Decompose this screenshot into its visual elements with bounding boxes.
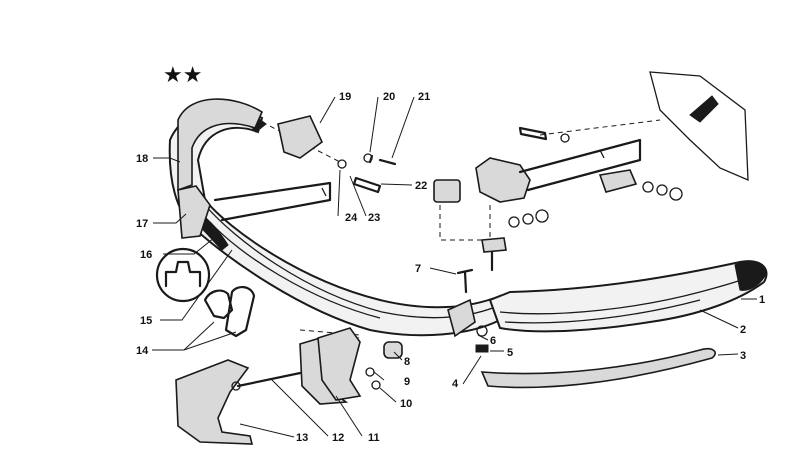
callout-13: 13	[296, 432, 308, 444]
washer-24	[337, 159, 347, 169]
callout-14: 14	[136, 345, 149, 357]
callout-labels: 1 2 3 4 5 6 7 8 9 10 11 12 13 14 15 16 1…	[136, 91, 765, 444]
lower-guard-13	[175, 359, 254, 445]
callout-6: 6	[490, 335, 496, 347]
washers-nuts	[508, 209, 549, 228]
callout-23: 23	[368, 212, 380, 224]
callout-24: 24	[345, 212, 358, 224]
callout-19: 19	[339, 91, 351, 103]
assembly-line	[539, 119, 661, 136]
mount-block-19	[277, 115, 324, 159]
mounting-bracket-assembly	[433, 138, 642, 203]
callout-11: 11	[368, 432, 380, 444]
callout-9: 9	[404, 376, 410, 388]
bolt-23	[352, 176, 382, 194]
body-panel-right	[649, 71, 749, 182]
rubber-strip	[480, 347, 716, 389]
bumper-clips	[203, 286, 256, 338]
callout-12: 12	[332, 432, 344, 444]
bumper-bracket	[447, 298, 476, 338]
assembly-line	[439, 205, 490, 241]
leader-lines	[152, 96, 757, 438]
bracket-clip-right	[598, 169, 683, 201]
washer-10	[371, 380, 381, 390]
guard-bracket-11	[299, 327, 362, 405]
bracket-bolt	[518, 126, 570, 143]
callout-2: 2	[740, 324, 746, 336]
u-clip-inset	[155, 247, 211, 303]
screw-21	[378, 158, 397, 166]
callout-5: 5	[507, 347, 513, 359]
bumper-horn-guard	[177, 98, 264, 239]
nut-9	[365, 367, 375, 377]
u-clip-icon	[164, 260, 202, 288]
assembly-line	[299, 329, 361, 361]
callout-3: 3	[740, 350, 746, 362]
callout-1: 1	[759, 294, 765, 306]
callout-8: 8	[404, 356, 410, 368]
callout-20: 20	[383, 91, 395, 103]
mounting-bar-left	[213, 181, 332, 222]
double-star-marker: ★★	[163, 63, 202, 88]
callout-16: 16	[140, 249, 152, 261]
washer-nut-lower	[475, 325, 489, 353]
callout-10: 10	[400, 398, 412, 410]
callout-7: 7	[415, 263, 421, 275]
bumper-end-section-right	[488, 260, 768, 333]
spacer-8	[383, 341, 403, 359]
bolt-7	[456, 268, 474, 294]
callout-18: 18	[136, 153, 148, 165]
assembly-line	[261, 121, 341, 163]
mount-plate	[481, 237, 507, 253]
callout-22: 22	[415, 180, 427, 192]
main-bumper-blade	[168, 106, 501, 337]
bolt-12	[231, 370, 307, 391]
callout-21: 21	[418, 91, 430, 103]
callout-17: 17	[136, 218, 148, 230]
callout-15: 15	[140, 315, 152, 327]
callout-4: 4	[452, 378, 459, 390]
